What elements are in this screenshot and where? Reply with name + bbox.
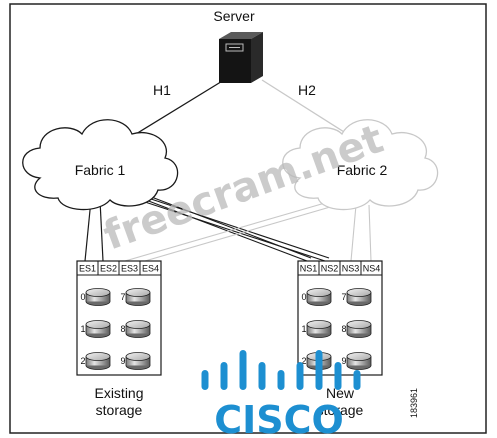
link-f1-es2: [99, 199, 104, 262]
existing-storage-label-line1: Existing: [94, 385, 143, 401]
cisco-logo-bars: [201, 350, 361, 390]
link-h2-label: H2: [298, 82, 316, 98]
server-icon: [219, 32, 263, 83]
ns-disk-8: [346, 320, 372, 338]
es-disk-label-8: 8: [120, 324, 125, 334]
link-f1-es1: [84, 199, 92, 262]
es-disk-label-9: 9: [120, 356, 125, 366]
ns-disk-label-7: 7: [341, 292, 346, 302]
port-es1: ES1: [79, 264, 96, 274]
port-es3: ES3: [121, 264, 138, 274]
link-f1-ns2-a: [144, 201, 326, 262]
existing-storage-label-line2: storage: [96, 402, 143, 418]
new-storage-array: [297, 260, 383, 376]
es-disk-label-0: 0: [80, 292, 85, 302]
ns-disk-0: [306, 288, 332, 306]
link-h2-line: [261, 79, 353, 138]
diagram-frame: [9, 3, 487, 434]
link-h1-line: [130, 79, 225, 138]
port-es2: ES2: [100, 264, 117, 274]
existing-storage-array: [76, 260, 162, 376]
link-f1-ns1-a: [137, 196, 308, 262]
ns-disk-label-8: 8: [341, 324, 346, 334]
es-disk-9: [125, 352, 151, 370]
es-disk-label-1: 1: [80, 324, 85, 334]
link-f2-es3: [124, 202, 326, 262]
ns-disk-label-9: 9: [341, 356, 346, 366]
ns-disk-7: [346, 288, 372, 306]
es-disk-8: [125, 320, 151, 338]
new-storage-label-line2: storage: [317, 402, 364, 418]
link-f2-ns3: [350, 204, 357, 262]
port-ns2: NS2: [321, 264, 339, 274]
ns-disk-1: [306, 320, 332, 338]
server-label: Server: [213, 8, 255, 24]
es-disk-7: [125, 288, 151, 306]
es-disk-2: [85, 352, 111, 370]
link-f2-es4: [144, 204, 338, 262]
es-disk-0: [85, 288, 111, 306]
fabric2-label: Fabric 2: [337, 162, 388, 178]
fabric2-cloud: [282, 119, 439, 211]
ns-disk-label-0: 0: [301, 292, 306, 302]
port-ns3: NS3: [342, 264, 360, 274]
link-f2-ns4: [368, 204, 372, 262]
es-disk-label-7: 7: [120, 292, 125, 302]
es-disk-label-2: 2: [80, 356, 85, 366]
ns-disk-9: [346, 352, 372, 370]
port-ns1: NS1: [300, 264, 318, 274]
link-h1-label: H1: [153, 82, 171, 98]
new-storage-label-line1: New: [326, 385, 355, 401]
es-disk-1: [85, 320, 111, 338]
fabric1-cloud: [22, 119, 179, 211]
ns-disk-label-2: 2: [301, 356, 306, 366]
port-ns4: NS4: [363, 264, 381, 274]
ns-disk-label-1: 1: [301, 324, 306, 334]
port-es4: ES4: [142, 264, 159, 274]
fabric1-label: Fabric 1: [75, 162, 126, 178]
figure-id: 183961: [409, 388, 419, 418]
cisco-logo-text: CISCO: [214, 398, 344, 438]
